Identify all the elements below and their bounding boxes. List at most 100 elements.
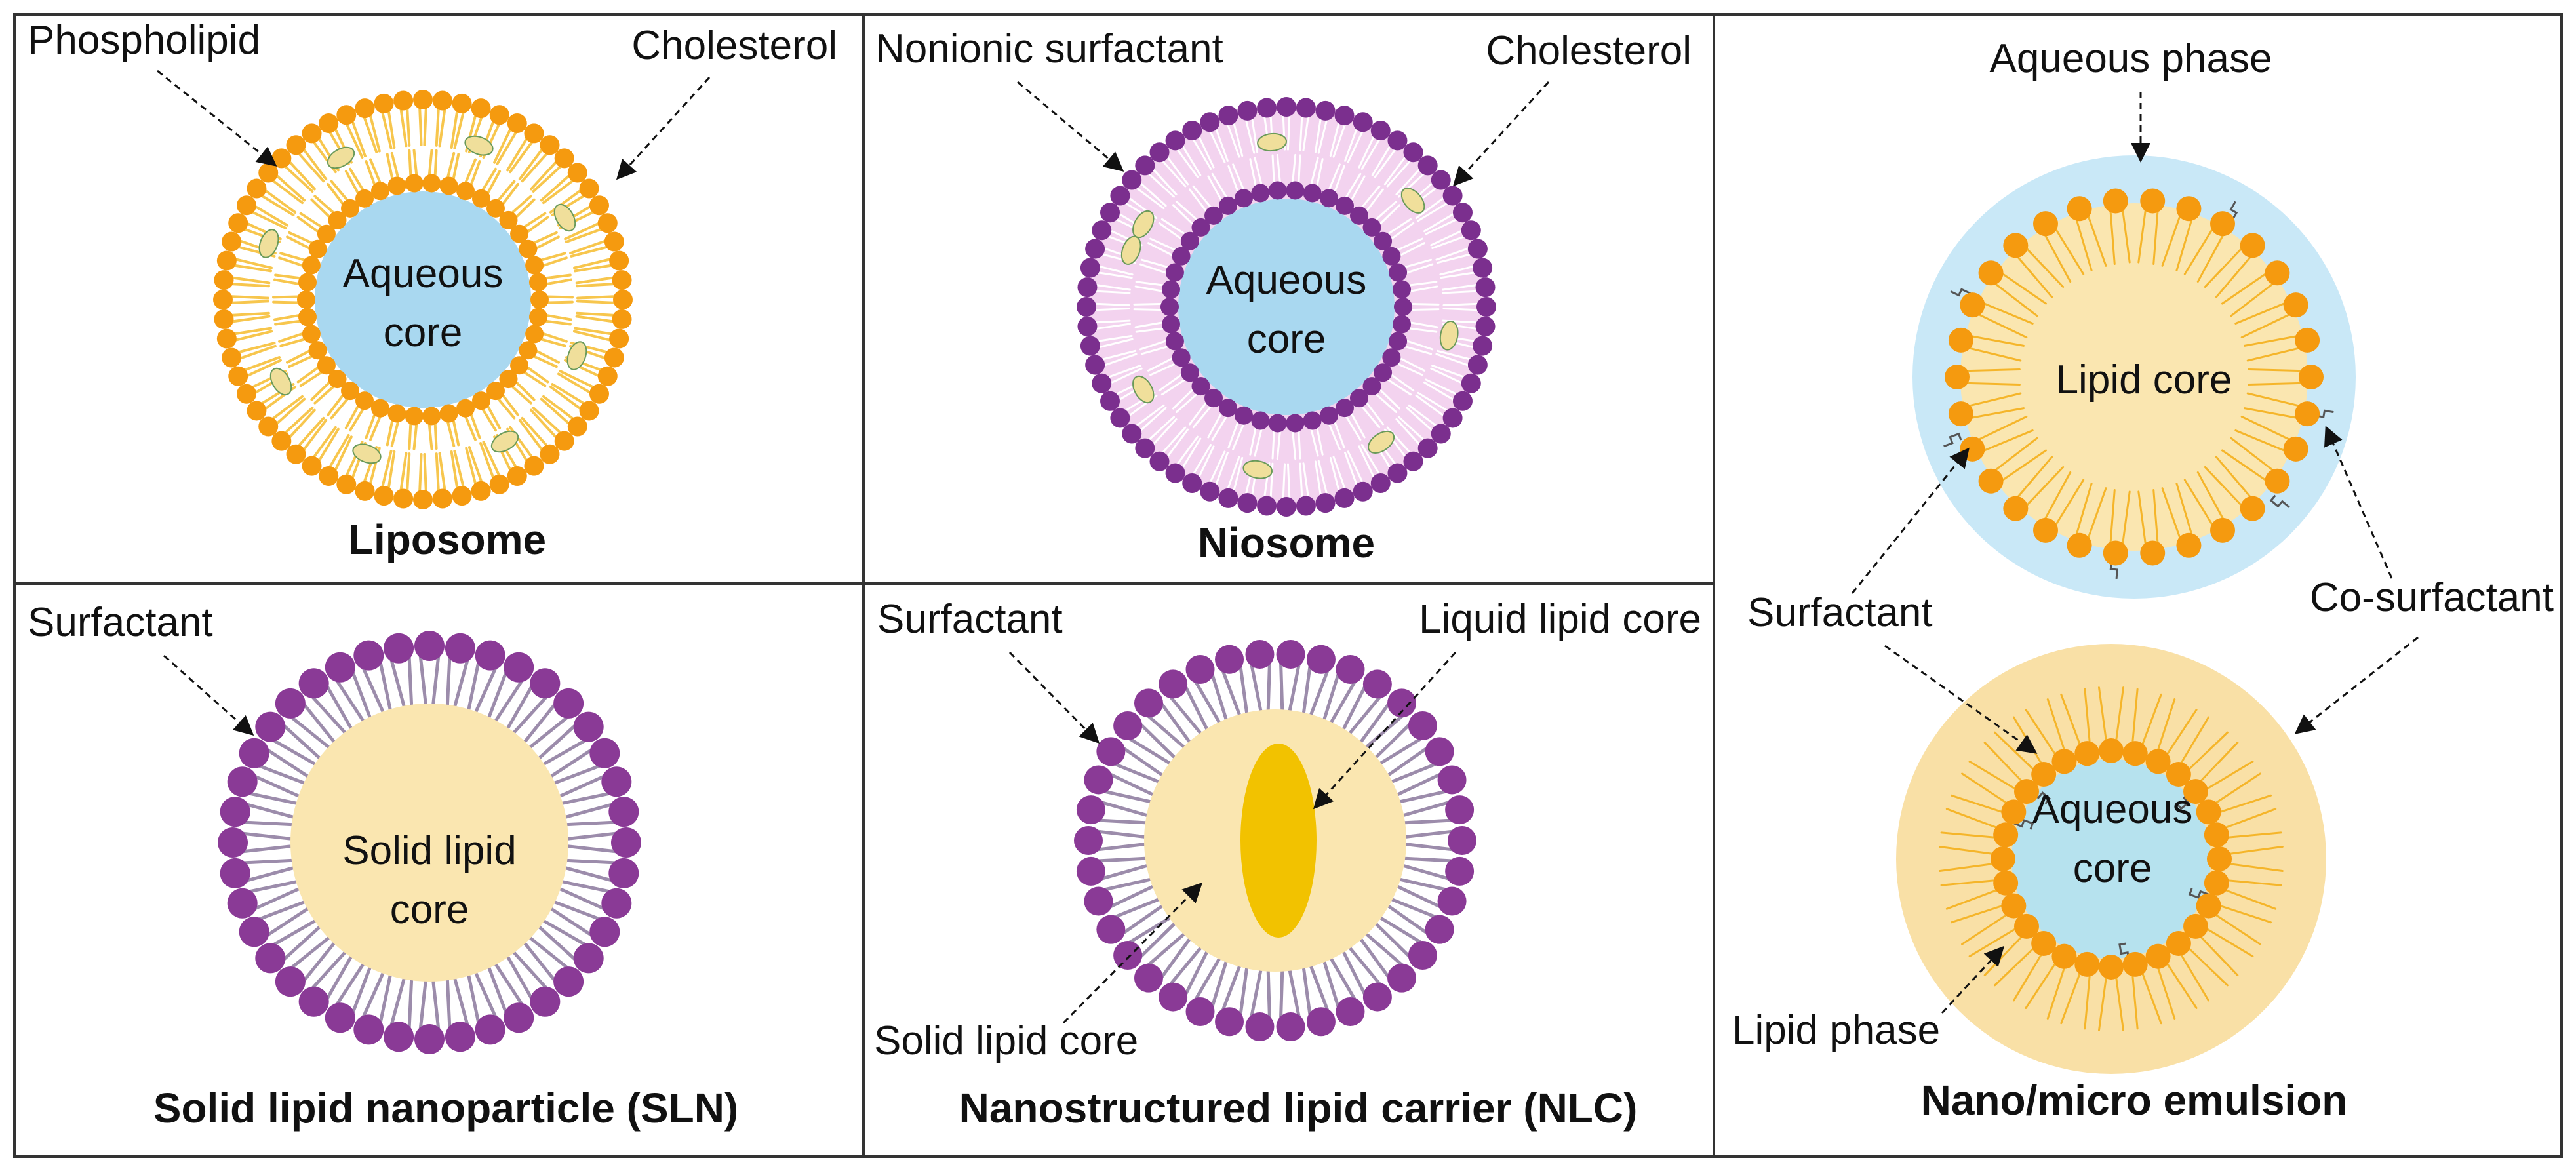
surfactant-tail	[2140, 968, 2162, 1025]
surfactant-head	[2140, 188, 2166, 214]
niosome-tail	[1299, 462, 1303, 504]
niosome-tail	[1102, 365, 1141, 380]
liposome-aqueous-core	[315, 191, 531, 408]
niosome-tail	[1347, 125, 1366, 163]
nlc-tail	[1094, 856, 1147, 863]
surfactant-tail	[2248, 368, 2303, 372]
phospholipid-tail	[349, 115, 367, 158]
sln-tail	[279, 721, 321, 760]
phospholipid-head	[258, 416, 279, 437]
sln-head	[504, 1002, 534, 1033]
sln-head	[353, 640, 384, 671]
niosome-tail	[1425, 378, 1463, 398]
nlc-head	[1336, 997, 1365, 1026]
phospholipid-head	[370, 182, 389, 201]
phospholipid-tail	[521, 416, 552, 451]
phospholipid-tail	[453, 449, 466, 494]
niosome-head	[1219, 399, 1237, 418]
niosome-head	[1476, 297, 1496, 317]
niosome-tail	[1098, 353, 1138, 368]
sln-tail	[349, 966, 372, 1018]
nlc-tail	[1288, 660, 1301, 712]
surfactant-tail	[2221, 273, 2267, 305]
nlc-tail	[1348, 946, 1383, 988]
nlc-tail	[1396, 771, 1444, 797]
phospholipid-tail	[315, 427, 340, 467]
surfactant-head	[2196, 799, 2221, 825]
nlc-tail	[1100, 789, 1152, 804]
niosome-tail	[1436, 252, 1477, 264]
phospholipid-head	[452, 93, 472, 113]
phospholipid-head	[355, 98, 375, 119]
sln-head	[298, 668, 329, 699]
niosome-tail	[1442, 283, 1483, 291]
phospholipid-head	[612, 309, 632, 329]
nlc-head	[1134, 963, 1163, 993]
surfactant-tail	[1966, 382, 2021, 386]
surfactant-head	[2176, 196, 2202, 222]
niosome-head	[1393, 280, 1412, 299]
sln-tail	[254, 900, 306, 923]
surfactant-tail	[1983, 742, 2026, 785]
phospholipid-head	[328, 370, 347, 389]
surfactant-tail	[2060, 968, 2082, 1025]
phospholipid-tail	[380, 449, 393, 494]
phospholipid-tail	[229, 256, 273, 269]
sln-tail	[268, 919, 317, 949]
sln-tail	[287, 936, 330, 972]
niosome-tail	[1089, 319, 1131, 324]
surfactant-head	[2240, 496, 2265, 521]
surfactant-tail	[1994, 944, 2038, 987]
phospholipid-tail	[228, 263, 273, 273]
co-surfactant-molecule	[2269, 494, 2290, 508]
nlc-tail	[1322, 670, 1341, 721]
surfactant-head	[2067, 196, 2092, 222]
niosome-head	[1149, 142, 1170, 163]
phospholipid-head	[308, 239, 327, 258]
phospholipid-tail	[493, 123, 514, 164]
phospholipid-head	[597, 366, 618, 386]
niosome-head	[1417, 438, 1438, 458]
phospholipid-head	[341, 382, 360, 401]
sln-tail	[564, 866, 618, 883]
surfactant-tail	[2234, 429, 2286, 452]
surfactant-head	[2295, 401, 2320, 427]
phospholipid-head	[302, 325, 321, 344]
nlc-head	[1076, 856, 1105, 886]
niosome-head	[1268, 414, 1287, 433]
surfactant-tail	[2215, 256, 2251, 298]
niosome-head	[1080, 258, 1100, 278]
niosome-tail	[1250, 112, 1259, 153]
nlc-tail	[1097, 864, 1149, 881]
phospholipid-head	[554, 431, 574, 451]
phospholipid-head	[439, 176, 458, 195]
phospholipid-head	[387, 176, 406, 195]
sln-tail	[268, 736, 317, 766]
phospholipid-tail	[572, 256, 617, 269]
surfactant-tail	[2156, 698, 2176, 755]
sln-tail	[538, 721, 580, 760]
phospholipid-tail	[465, 447, 479, 490]
sln-tail	[467, 974, 481, 1028]
niosome-head	[1442, 408, 1463, 428]
cholesterol-molecule	[1242, 460, 1273, 479]
phospholipid-tail	[575, 275, 620, 285]
cholesterol-molecule	[327, 146, 355, 169]
niosome-head	[1182, 473, 1202, 493]
phospholipid-tail	[271, 170, 306, 202]
surfactant-head	[2067, 532, 2092, 558]
sln-tail	[474, 972, 499, 1022]
sln-tail	[453, 654, 470, 708]
sln-tail	[565, 820, 620, 827]
sln-head	[325, 1002, 355, 1033]
phospholipid-head	[237, 384, 257, 404]
niosome-head	[1110, 186, 1130, 206]
cholesterol-molecule	[269, 367, 292, 396]
nlc-tail	[1119, 745, 1164, 777]
surfactant-head	[2183, 913, 2209, 939]
phospholipid-tail	[496, 126, 520, 166]
phospholipid-head	[471, 98, 491, 119]
surfactant-head	[2031, 931, 2057, 957]
nlc-tail	[1391, 898, 1440, 920]
surfactant-head	[1978, 260, 2004, 286]
